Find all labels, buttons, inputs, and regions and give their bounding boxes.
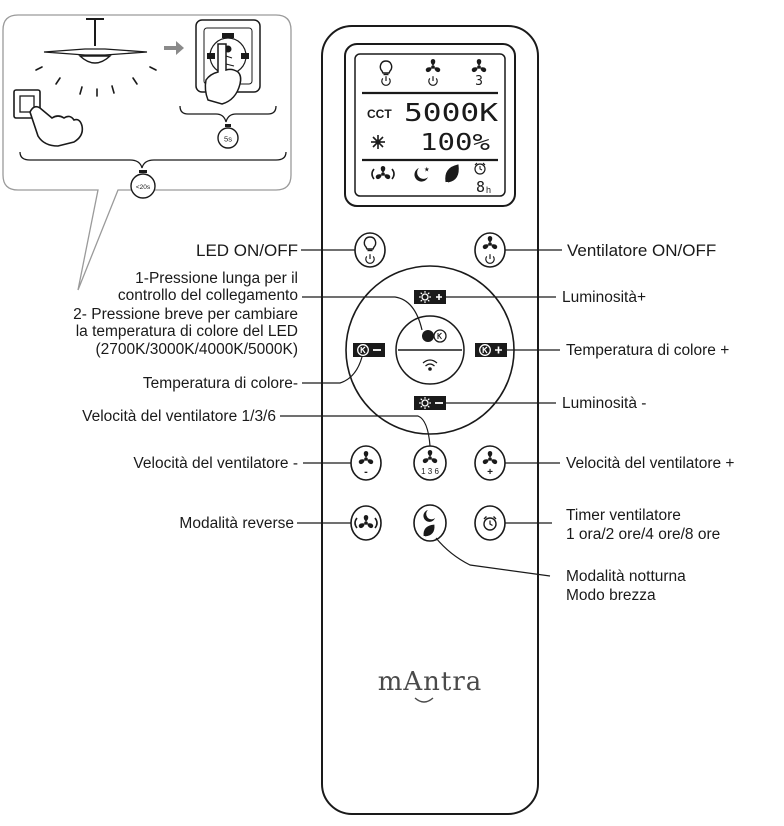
- fan-speed-136-button[interactable]: 1 3 6: [413, 445, 447, 481]
- leaf-icon: [423, 524, 435, 537]
- timer-button[interactable]: [474, 505, 506, 541]
- fan-plus-sign: +: [487, 467, 493, 478]
- ceiling-fan-icon: [35, 18, 157, 97]
- lcd-cct-value: 5000K: [404, 98, 498, 127]
- lcd-cct-label: CCT: [367, 107, 392, 121]
- label-night-line2: Modo brezza: [566, 587, 656, 604]
- brightness-minus-button[interactable]: [414, 396, 446, 410]
- label-fan-speed-136: Velocità del ventilatore 1/3/6: [82, 408, 276, 425]
- lcd-fan-speed-digit: 3: [475, 74, 483, 89]
- label-night-line1: Modalità notturna: [566, 568, 686, 585]
- moon-icon: [414, 166, 430, 182]
- control-ring: [345, 265, 515, 435]
- label-center-line5: (2700K/3000K/4000K/5000K): [95, 341, 298, 358]
- label-fan-speed-minus: Velocità del ventilatore -: [133, 455, 298, 472]
- label-center-line3: 2- Pressione breve per cambiare: [73, 306, 298, 323]
- link-colortemp-button[interactable]: [422, 329, 447, 343]
- label-center-line4: la temperatura di colore del LED: [75, 323, 298, 340]
- label-brightness-minus: Luminosità -: [562, 395, 647, 412]
- label-timer-line2: 1 ora/2 ore/4 ore/8 ore: [566, 526, 721, 543]
- led-on-off-button[interactable]: [354, 232, 386, 268]
- arrow-right-icon: [164, 41, 184, 55]
- brightness-plus-button[interactable]: [414, 290, 446, 304]
- reverse-arrows-icon: [354, 517, 378, 529]
- wifi-icon: [422, 359, 438, 371]
- label-timer-line1: Timer ventilatore: [566, 507, 681, 524]
- hold-time-long: <20s: [136, 184, 151, 191]
- fan-on-off-button[interactable]: [474, 232, 506, 268]
- label-led-on-off: LED ON/OFF: [195, 241, 298, 260]
- label-reverse-mode: Modalità reverse: [179, 515, 294, 532]
- alarm-clock-icon: [483, 516, 497, 531]
- label-brightness-plus: Luminosità+: [562, 289, 647, 306]
- lcd-timer-unit: h: [486, 185, 491, 195]
- reverse-mode-button[interactable]: [350, 505, 382, 541]
- lcd-screen: 3 CCT 5000K 100% 8 h: [344, 43, 516, 207]
- stopwatch-icon: 5s: [217, 124, 239, 149]
- brand-name: mAntra: [378, 667, 483, 697]
- leaf-icon: [445, 164, 459, 183]
- instruction-inset: 5s <20s: [2, 14, 292, 291]
- sun-icon: [371, 135, 385, 149]
- label-color-temp-minus: Temperatura di colore-: [142, 375, 298, 392]
- label-color-temp-plus: Temperatura di colore +: [566, 342, 730, 359]
- lcd-timer-value: 8: [476, 178, 485, 196]
- hold-time-short: 5s: [224, 135, 232, 144]
- label-fan-on-off: Ventilatore ON/OFF: [567, 241, 717, 260]
- fan-speed-plus-button[interactable]: +: [474, 445, 506, 481]
- hand-icon: [29, 105, 84, 147]
- night-breeze-mode-button[interactable]: [413, 504, 447, 542]
- moon-icon: [423, 510, 435, 522]
- stopwatch-icon: <20s: [130, 170, 156, 199]
- color-temp-plus-button[interactable]: [475, 343, 507, 357]
- alarm-clock-icon: [474, 162, 486, 175]
- fan-speed-digits: 1 3 6: [421, 467, 439, 476]
- hand-pressing-icon: [204, 43, 242, 105]
- leader-lines: [280, 249, 562, 577]
- color-temp-minus-button[interactable]: [353, 343, 385, 357]
- brand-logo: mAntra: [378, 667, 483, 703]
- label-center-line2: controllo del collegamento: [117, 287, 298, 304]
- label-fan-speed-plus: Velocità del ventilatore +: [566, 455, 735, 472]
- reverse-fan-icon: [371, 166, 395, 180]
- fan-speed-minus-button[interactable]: -: [350, 445, 382, 481]
- label-center-line1: 1-Pressione lunga per il: [135, 270, 298, 287]
- lcd-brightness-value: 100%: [420, 130, 490, 156]
- fan-minus-sign: -: [364, 466, 368, 478]
